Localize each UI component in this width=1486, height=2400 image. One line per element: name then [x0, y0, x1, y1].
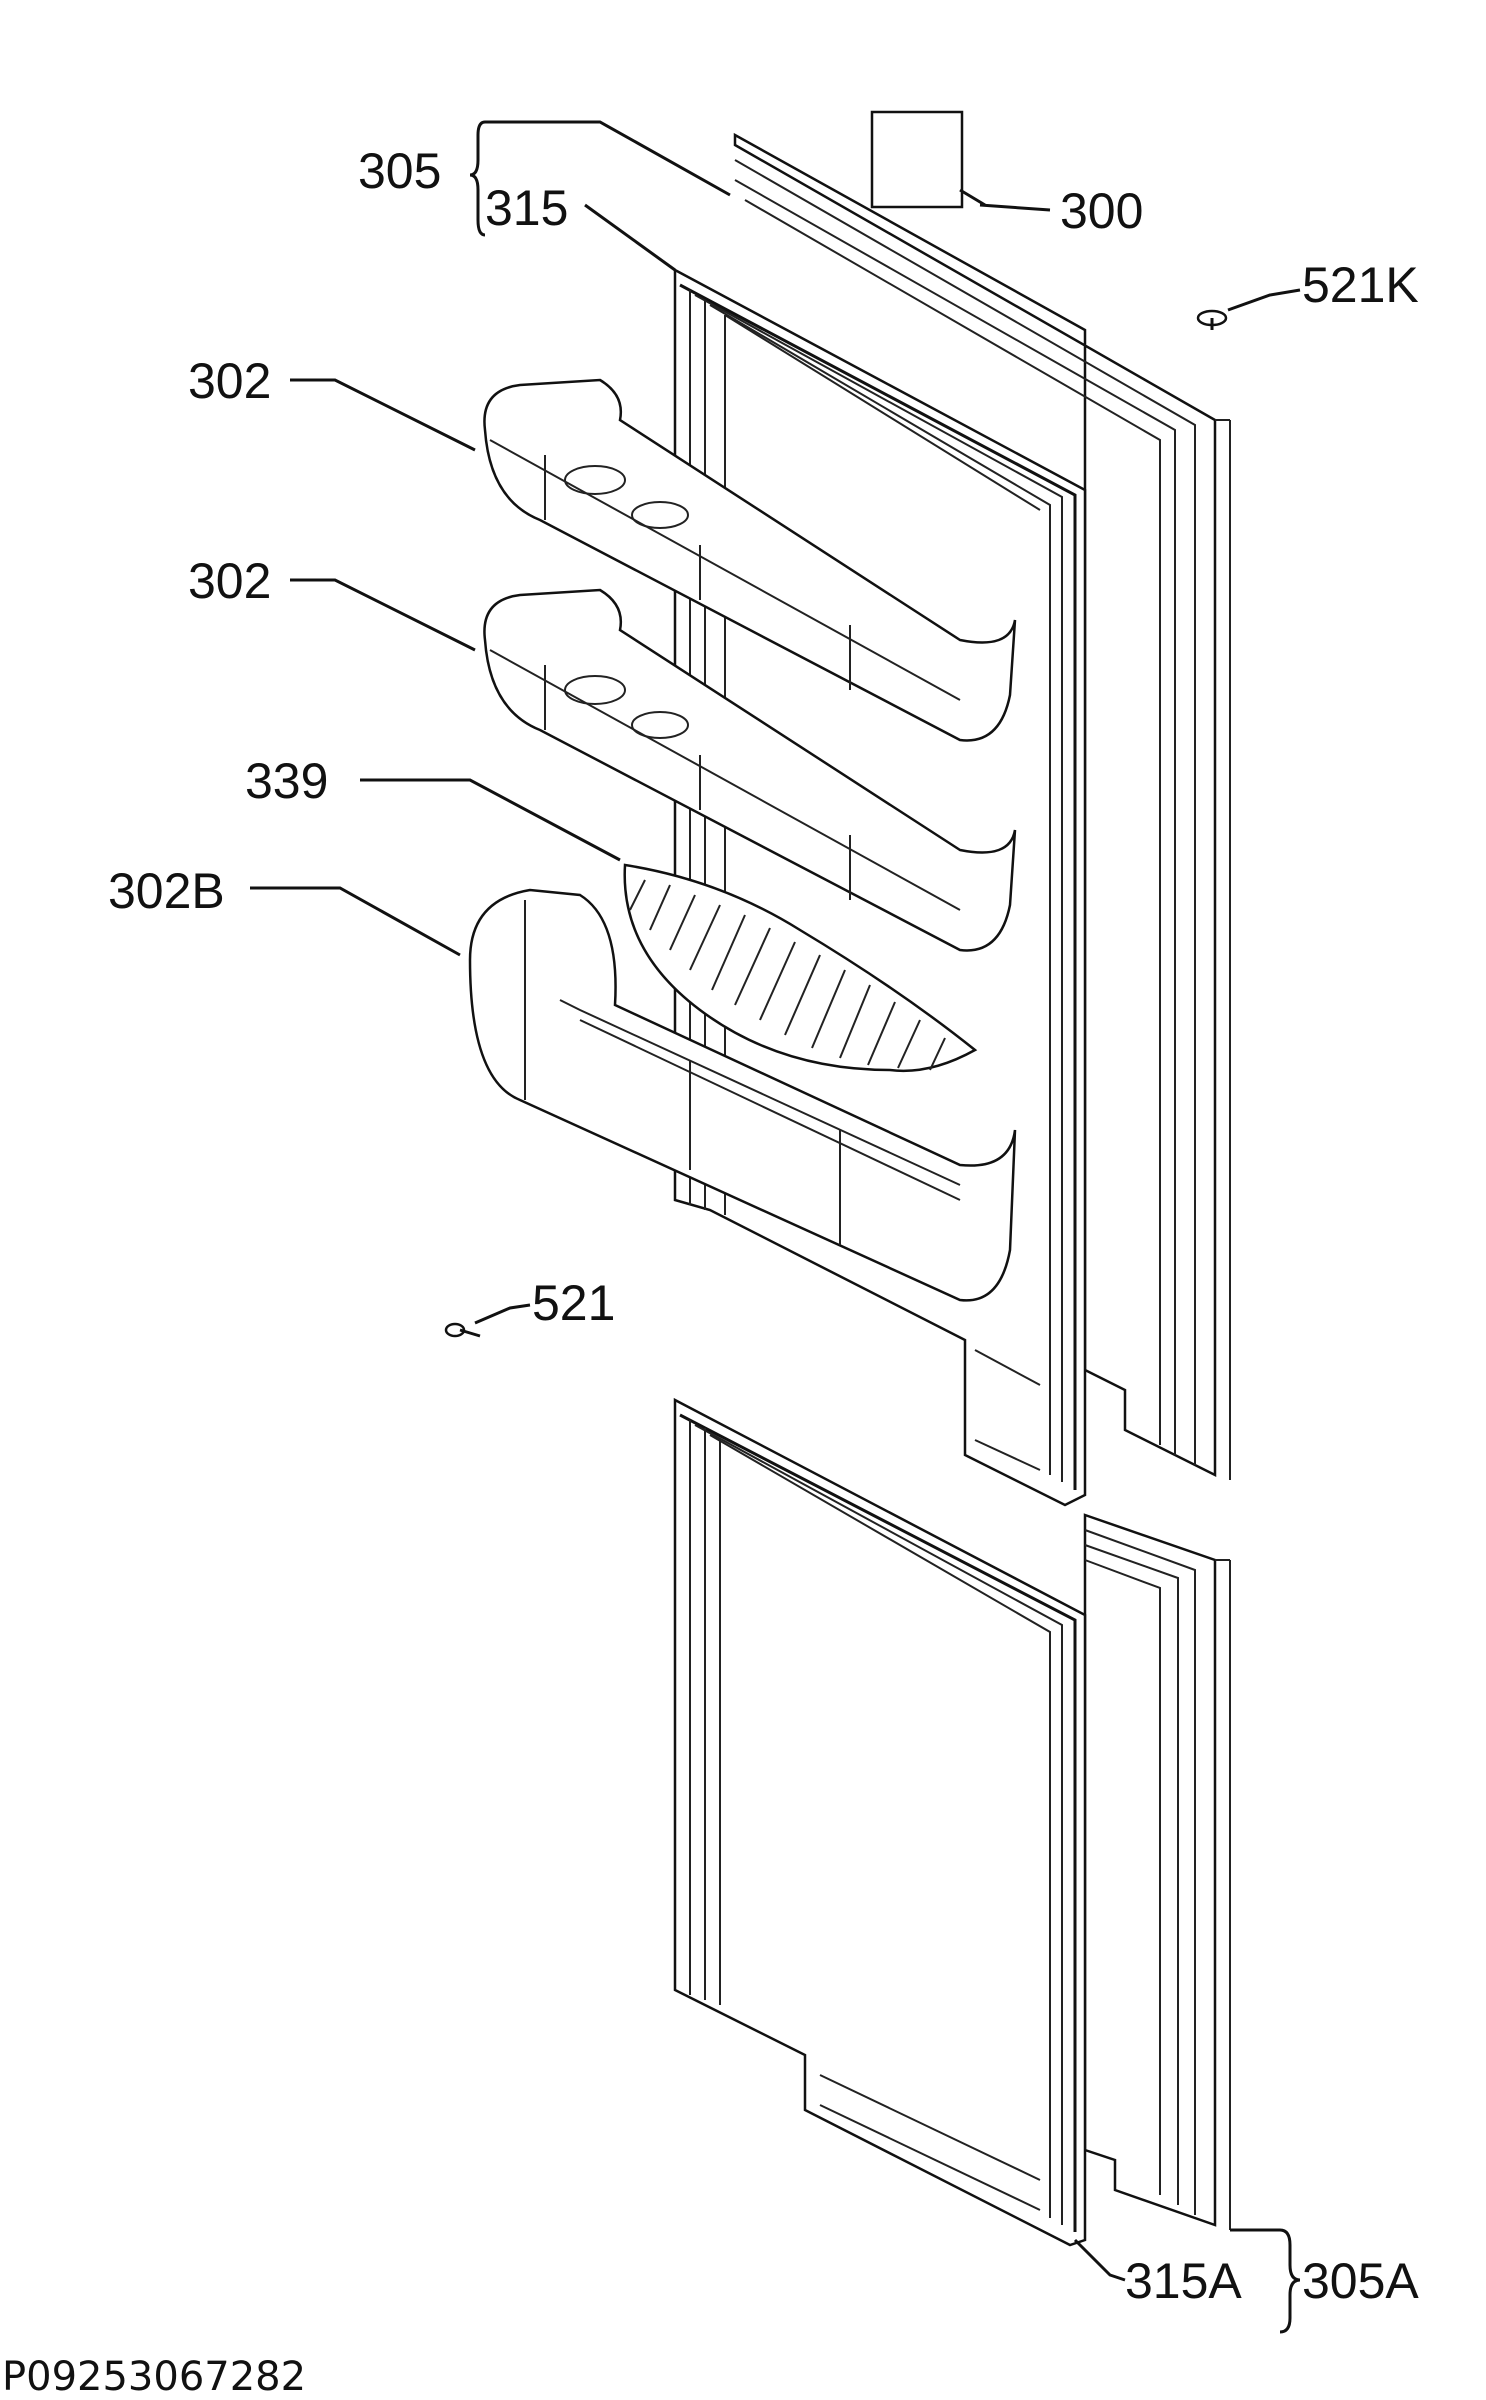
leader-lines [250, 120, 1301, 2334]
label-302B: 302B [108, 863, 225, 919]
label-521k: 521K [1302, 257, 1419, 313]
label-302-middle: 302 [188, 553, 271, 609]
screw-521 [444, 1322, 481, 1338]
label-305: 305 [358, 143, 441, 199]
label-521: 521 [532, 1275, 615, 1331]
lower-door-gasket [673, 1397, 1087, 2247]
lower-door-panel [1083, 1513, 1231, 2230]
label-302-top: 302 [188, 353, 271, 409]
door-bin-302-top [483, 378, 1017, 742]
door-bin-302B-bottom [468, 888, 1017, 1302]
upper-door-panel [733, 132, 1231, 1480]
screw-521k [1196, 309, 1228, 330]
label-300: 300 [1060, 183, 1143, 239]
egg-tray-339 [623, 863, 978, 1073]
label-305A: 305A [1302, 2253, 1419, 2309]
label-315A: 315A [1125, 2253, 1242, 2309]
label-339: 339 [245, 753, 328, 809]
label-315: 315 [485, 180, 568, 236]
label-plate [870, 110, 964, 209]
door-bin-302-middle [483, 588, 1017, 952]
drawing-code: P09253067282 [2, 2354, 306, 2400]
